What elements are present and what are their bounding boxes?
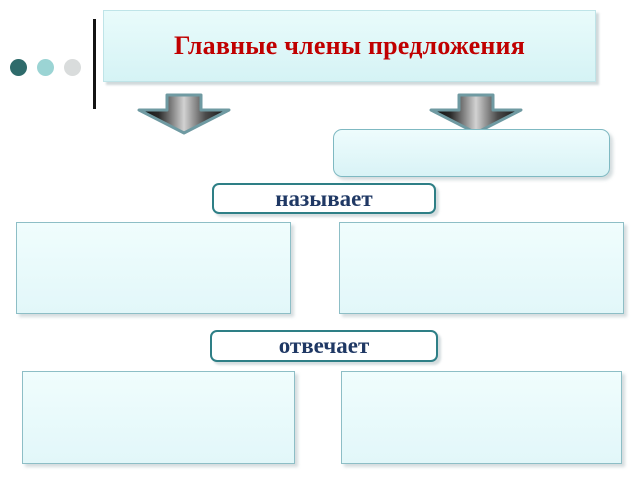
label-nazyvaet-text: называет <box>275 185 373 211</box>
label-otvechaet: отвечает <box>210 330 438 362</box>
content-box-row2-right[interactable] <box>341 371 622 464</box>
decorative-dot-light-teal <box>37 59 54 76</box>
decorative-dot-dark-teal <box>10 59 27 76</box>
page-title: Главные члены предложения <box>174 31 525 60</box>
down-arrow-icon <box>136 93 232 135</box>
decorative-dot-gray <box>64 59 81 76</box>
label-nazyvaet: называет <box>212 183 436 214</box>
title-banner: Главные члены предложения <box>103 10 596 82</box>
content-box-row1-left[interactable] <box>16 222 291 314</box>
content-box-row1-right[interactable] <box>339 222 624 314</box>
vertical-divider-rule <box>93 19 96 109</box>
down-arrow-icon <box>428 93 524 135</box>
content-box-top-right[interactable] <box>333 129 610 177</box>
label-otvechaet-text: отвечает <box>278 333 370 358</box>
content-box-row2-left[interactable] <box>22 371 295 464</box>
